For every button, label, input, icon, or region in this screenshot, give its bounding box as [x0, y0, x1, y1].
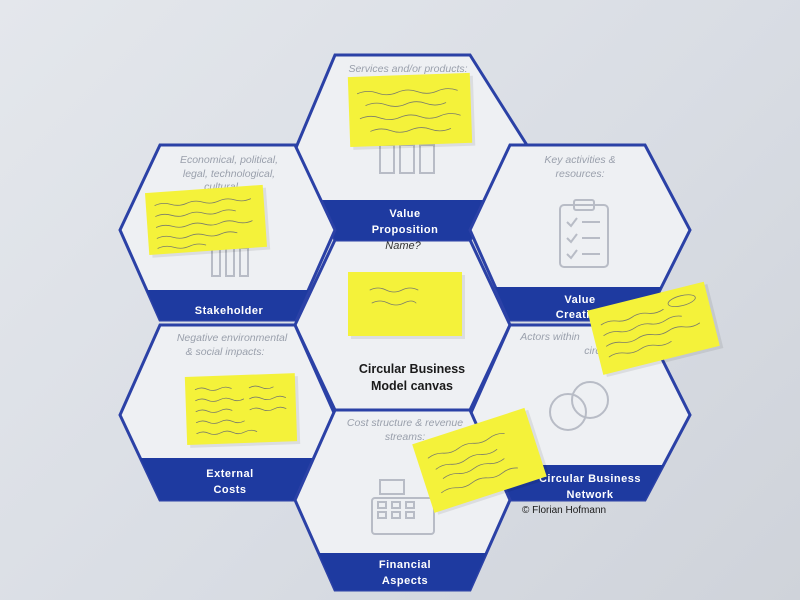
sticky-note-centre [348, 272, 465, 339]
external-costs-label-line2: Costs [213, 484, 246, 496]
financial-label-line2: Aspects [382, 575, 428, 587]
network-prompt-line1: Actors within [519, 331, 580, 343]
hexagon-stakeholder: Economical, political, legal, technologi… [118, 143, 337, 322]
canvas-title-line2: Model canvas [371, 379, 453, 393]
sticky-note-stakeholder [144, 184, 271, 258]
value-creation-prompt-line1: Key activities & [544, 154, 615, 166]
stakeholder-prompt-line2: legal, technological, [183, 168, 275, 180]
network-label-line2: Network [567, 489, 614, 501]
canvas-title-line1: Circular Business [359, 362, 465, 376]
external-costs-label-line1: External [206, 468, 253, 480]
value-proposition-label-line1: Value [389, 208, 420, 220]
value-creation-label-line1: Value [564, 294, 595, 306]
external-costs-prompt-line1: Negative environmental [177, 332, 288, 344]
clipboard-checklist-icon [559, 199, 609, 268]
value-proposition-prompt: Services and/or products: [348, 63, 467, 75]
linked-rings-icon [549, 381, 609, 431]
photo-credit: © Florian Hofmann [522, 505, 606, 516]
stakeholder-label: Stakeholder [195, 305, 264, 317]
value-creation-prompt-line2: resources: [555, 168, 604, 180]
financial-prompt-line1: Cost structure & revenue [347, 417, 463, 429]
name-prompt: Name? [385, 240, 421, 252]
sticky-note-value-proposition [347, 72, 476, 150]
cash-register-icon [371, 479, 435, 535]
stakeholder-prompt-line1: Economical, political, [180, 154, 278, 166]
sticky-note-financial-aspects [412, 407, 551, 515]
sticky-note-value-creation [587, 281, 724, 378]
external-costs-prompt-line2: & social impacts: [186, 346, 265, 358]
network-label-line1: Circular Business [539, 473, 641, 485]
value-proposition-label-line2: Proposition [372, 224, 439, 236]
financial-prompt-line2: streams: [385, 431, 425, 443]
financial-label-line1: Financial [379, 559, 431, 571]
sticky-note-external-costs [184, 373, 301, 448]
